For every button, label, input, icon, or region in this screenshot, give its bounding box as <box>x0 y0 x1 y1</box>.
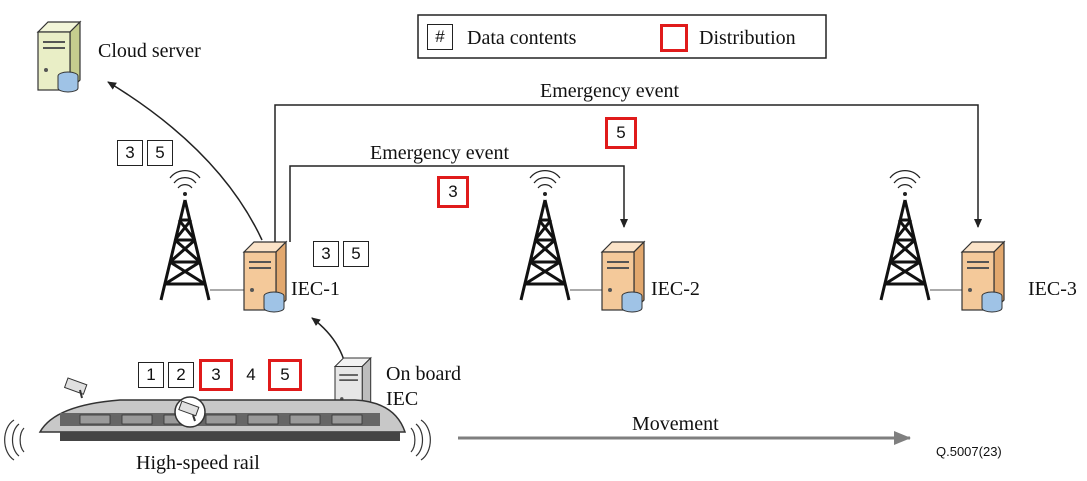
emergency-path-iec3 <box>274 104 982 242</box>
train-box-1: 1 <box>138 362 164 388</box>
train-signal-left-icon <box>4 419 25 461</box>
train-icon <box>38 399 407 441</box>
train-signal-right-icon <box>410 419 431 461</box>
iec1-box-1: 3 <box>313 241 339 267</box>
onboard-label-line1: On board <box>386 363 461 385</box>
iec1-label: IEC-1 <box>291 278 340 300</box>
tower-iec2-icon <box>519 169 571 302</box>
iec2-server-icon <box>601 241 645 313</box>
cloud-box-1: 3 <box>117 140 143 166</box>
event-box-iec2: 3 <box>437 176 469 208</box>
iec3-server-icon <box>961 241 1005 313</box>
emergency-path-iec2 <box>289 165 628 242</box>
iec1-box-2: 5 <box>343 241 369 267</box>
cloud-server-icon <box>36 20 82 93</box>
iec2-label: IEC-2 <box>651 278 700 300</box>
tower-iec1-icon <box>159 169 211 302</box>
rail-label: High-speed rail <box>136 452 260 474</box>
emergency-event-label-top: Emergency event <box>540 80 680 102</box>
iec1-server-icon <box>243 241 287 313</box>
train-box-4: 4 <box>238 362 264 388</box>
legend-distribution-swatch <box>660 24 688 52</box>
tower-iec3-icon <box>879 169 931 302</box>
cloud-server-label: Cloud server <box>98 40 201 62</box>
cctv-camera-icon <box>63 377 88 399</box>
movement-label: Movement <box>632 413 719 435</box>
train-box-5: 5 <box>268 359 302 391</box>
iec3-label: IEC-3 <box>1028 278 1077 300</box>
legend-distribution-label: Distribution <box>699 27 796 49</box>
upload-to-cloud-arrow <box>107 81 263 241</box>
figure-id: Q.5007(23) <box>936 444 1002 459</box>
legend-data-contents-label: Data contents <box>467 27 577 49</box>
cloud-box-2: 5 <box>147 140 173 166</box>
event-box-iec3: 5 <box>605 117 637 149</box>
cctv-camera-badge-icon <box>174 396 206 428</box>
emergency-event-label-mid: Emergency event <box>370 142 510 164</box>
legend-hash-box: # <box>427 24 453 50</box>
train-box-2: 2 <box>168 362 194 388</box>
onboard-label-line2: IEC <box>386 388 419 410</box>
train-box-3: 3 <box>199 359 233 391</box>
legend-frame <box>417 14 827 59</box>
